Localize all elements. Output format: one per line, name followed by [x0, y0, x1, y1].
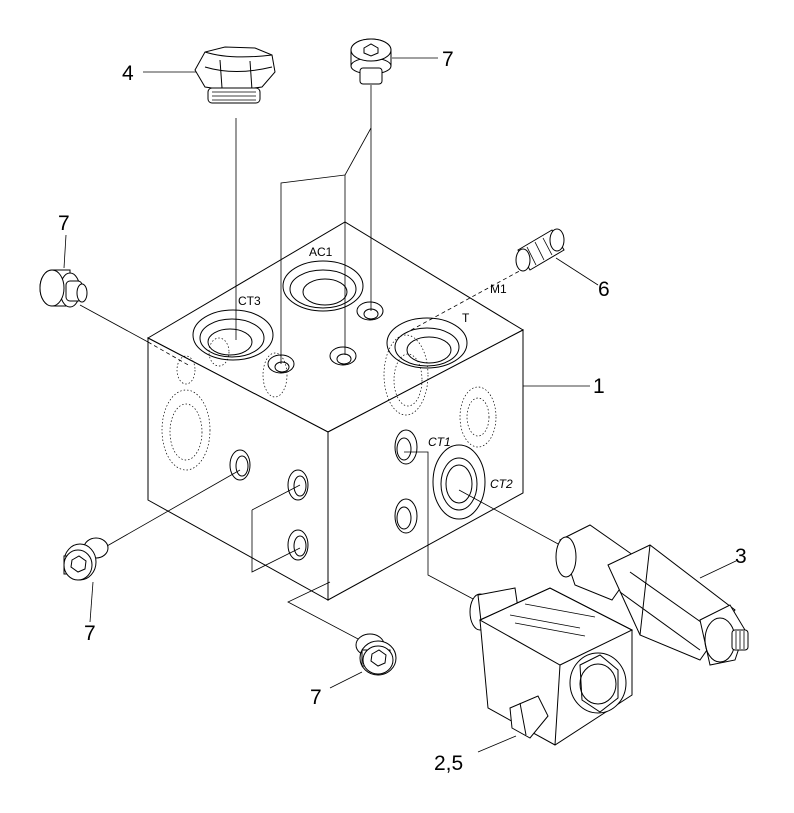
plug-7-bottom — [355, 633, 397, 676]
left-face-ports — [229, 449, 309, 561]
port-ct3 — [192, 309, 274, 361]
hidden-ports-right-face — [383, 334, 497, 448]
callout-7-bottom-left: 7 — [84, 622, 96, 645]
label-t: T — [462, 311, 470, 325]
label-ct3: CT3 — [238, 294, 261, 308]
hidden-ports-left-face — [161, 337, 288, 471]
plug-4 — [194, 46, 276, 104]
port-ac1 — [282, 260, 364, 312]
plug-7-left — [39, 269, 88, 308]
label-ac1: AC1 — [309, 245, 333, 259]
right-face-lower-port — [394, 498, 418, 534]
valve-cartridge-3 — [555, 524, 749, 666]
leader-lines — [63, 57, 739, 753]
callout-6: 6 — [598, 278, 610, 301]
callout-3: 3 — [735, 545, 747, 568]
plug-7-bottom-left — [63, 537, 109, 581]
solenoid-coil-2-5 — [469, 587, 634, 746]
plug-6 — [515, 228, 565, 272]
assembly-lines — [79, 85, 561, 641]
port-t — [386, 317, 468, 369]
callout-7-top: 7 — [442, 48, 454, 71]
manifold-block — [146, 221, 525, 601]
label-ct1: CT1 — [428, 435, 451, 449]
callout-7-bottom: 7 — [310, 686, 322, 709]
port-ct1 — [394, 429, 418, 465]
label-m1: M1 — [490, 282, 507, 296]
label-ct2: CT2 — [490, 477, 513, 491]
callout-1: 1 — [593, 375, 605, 398]
port-ct2 — [432, 444, 486, 520]
callout-2-5: 2,5 — [434, 752, 463, 775]
small-port-top-center — [329, 346, 357, 366]
callout-4: 4 — [122, 62, 134, 85]
plug-7-top — [350, 38, 392, 85]
callout-7-left: 7 — [58, 212, 70, 235]
